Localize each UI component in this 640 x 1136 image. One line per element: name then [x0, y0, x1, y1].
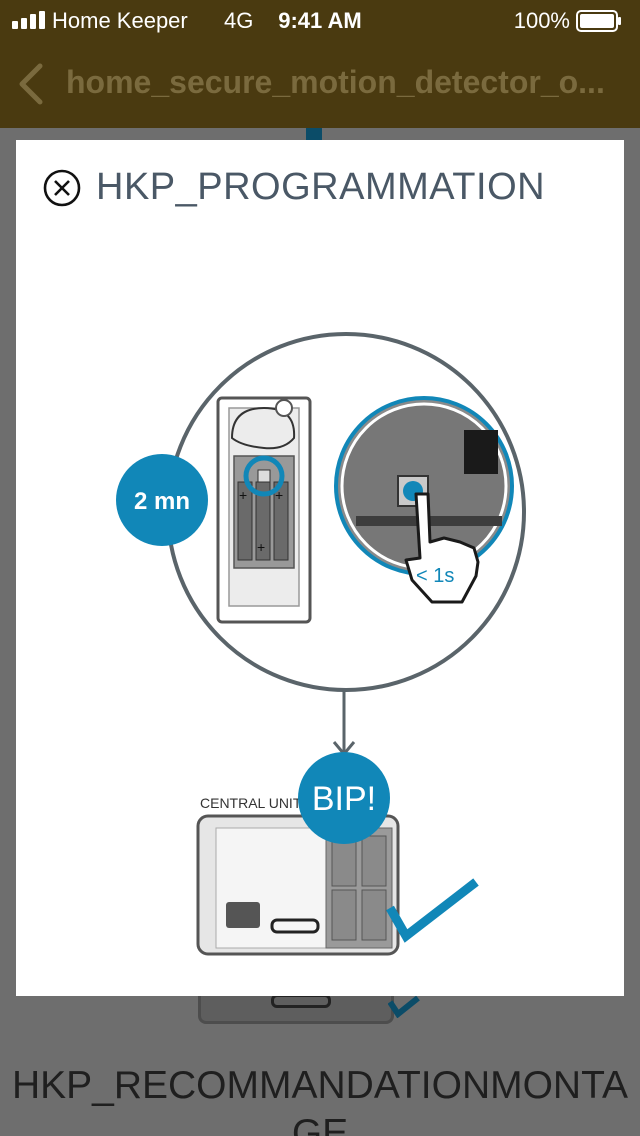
back-chevron-icon[interactable]: [14, 62, 46, 106]
timer-badge-label: 2 mn: [134, 488, 190, 515]
programming-illustration: + + + 2 mn < 1s: [116, 332, 526, 956]
background-heading-continued: GE: [291, 1112, 349, 1136]
programming-button-marker: [243, 455, 285, 497]
check-icon: [386, 878, 479, 943]
svg-text:+: +: [257, 539, 265, 555]
battery-icon: [576, 10, 621, 32]
svg-text:+: +: [239, 487, 247, 503]
modal-title: HKP_PROGRAMMATION: [96, 166, 546, 208]
motion-detector-image: + + +: [216, 396, 312, 624]
beep-badge-label: BIP!: [312, 780, 376, 818]
clock: 9:41 AM: [278, 8, 362, 33]
beep-badge: BIP!: [298, 752, 390, 844]
button-zoom-detail: < 1s: [334, 396, 514, 604]
carrier-name: Home Keeper: [52, 8, 188, 33]
background-check-icon: [388, 996, 420, 1018]
central-unit-label: CENTRAL UNIT: [200, 795, 302, 811]
navigation-bar: home_secure_motion_detector_o...: [0, 40, 640, 128]
background-heading: HKP_RECOMMANDATIONMONTA: [11, 1064, 629, 1107]
status-bar: Home Keeper 4G 9:41 AM 100%: [0, 0, 640, 40]
nav-title: home_secure_motion_detector_o...: [66, 64, 605, 100]
signal-strength-icon: [12, 11, 45, 29]
timer-badge: 2 mn: [116, 454, 208, 546]
press-duration-label: < 1s: [416, 565, 454, 587]
programming-modal: HKP_PROGRAMMATION + + + 2 mn: [16, 140, 624, 996]
battery-percent: 100%: [513, 8, 570, 33]
network-type: 4G: [224, 8, 254, 33]
close-icon[interactable]: [42, 168, 82, 208]
svg-text:+: +: [275, 487, 283, 503]
central-unit-image: CENTRAL UNIT: [196, 795, 400, 956]
arrow-down-icon: [332, 690, 356, 757]
